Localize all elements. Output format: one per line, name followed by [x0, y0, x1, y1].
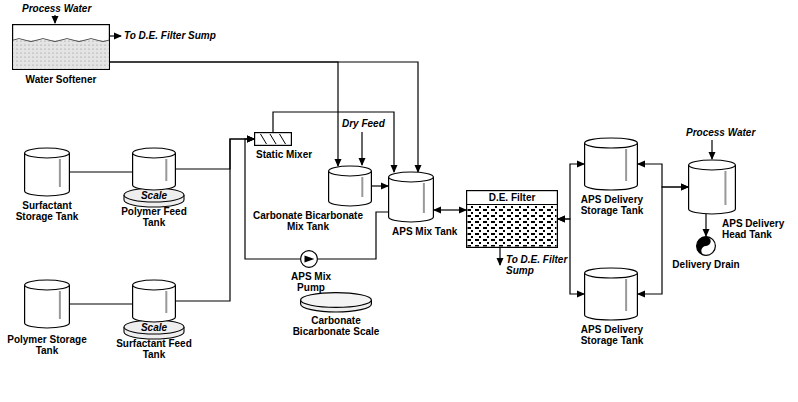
shape-outline — [24, 148, 70, 196]
pipe-connector — [70, 171, 132, 172]
shape-outline — [24, 280, 70, 328]
pipe-connector — [638, 187, 688, 294]
pipe-connector — [705, 214, 706, 236]
node-label: APS Delivery Storage Tank — [574, 194, 650, 216]
node-label: Delivery Drain — [666, 259, 746, 270]
node-label: Carbonate Bicarbonate Scale — [286, 315, 386, 337]
drain-node: Delivery Drain — [696, 236, 716, 256]
shape-outline — [132, 280, 176, 322]
pipe-connector — [176, 139, 254, 169]
tank: APS Mix Tank — [388, 172, 434, 222]
tank: APS Delivery Storage Tank — [584, 138, 638, 190]
pump-node: APS Mix Pump — [300, 250, 318, 268]
annotation-label: Process Water — [22, 3, 112, 14]
pipe-connector — [558, 164, 584, 219]
shape-outline — [688, 160, 736, 214]
pipe-connector — [434, 209, 466, 210]
annotation-label: To D.E. Filter Sump — [506, 254, 586, 276]
tank: Carbonate Bicarbonate Mix Tank — [328, 166, 372, 206]
shape-outline — [388, 172, 434, 222]
node-label: APS Mix Pump — [276, 271, 346, 293]
node-label: Carbonate Bicarbonate Mix Tank — [250, 210, 366, 232]
shape-outline — [584, 268, 638, 320]
node-label: APS Delivery Head Tank — [722, 218, 794, 240]
mixer-node: Static Mixer — [254, 132, 292, 146]
inlet-arrow — [54, 15, 55, 23]
shape-outline — [584, 138, 638, 190]
tank: Surfactant Feed Tank — [132, 280, 176, 322]
node-label: APS Mix Tank — [392, 226, 462, 237]
disk-node: Carbonate Bicarbonate Scale — [300, 292, 372, 312]
tank: APS Delivery Head Tank — [688, 160, 736, 214]
pipe-connector — [372, 185, 388, 186]
pipe-connector — [176, 139, 254, 301]
soft-node: Water Softener — [12, 24, 110, 70]
sump-arrow — [110, 35, 121, 36]
node-label: Water Softener — [12, 74, 110, 85]
node-label: Polymer Feed Tank — [112, 206, 196, 228]
sump-arrow — [499, 248, 500, 265]
pipe-connector — [638, 164, 688, 187]
node-label: Polymer Storage Tank — [4, 334, 90, 356]
shape-outline — [328, 166, 372, 206]
node-label: Static Mixer — [256, 149, 326, 160]
annotation-label: To D.E. Filter Sump — [124, 30, 234, 41]
annotation-label: Dry Feed — [342, 118, 390, 129]
dry-feed-arrow — [361, 132, 362, 165]
pipe-connector — [110, 62, 338, 166]
pipe-connector — [110, 62, 418, 172]
annotation-label: Scale — [124, 190, 184, 201]
node-label: D.E. Filter — [466, 192, 558, 203]
tank: Surfactant Storage Tank — [24, 148, 70, 196]
shape-outline — [300, 292, 372, 312]
annotation-label: Process Water — [686, 127, 766, 138]
shape-outline — [696, 236, 716, 256]
node-label: Surfactant Storage Tank — [4, 200, 90, 222]
shape-outline — [132, 148, 176, 190]
pipe-connector — [70, 303, 132, 304]
node-label: APS Delivery Storage Tank — [574, 324, 650, 346]
tank: Polymer Storage Tank — [24, 280, 70, 328]
shape-outline — [12, 24, 110, 70]
inlet-arrow — [711, 140, 712, 159]
shape-outline — [254, 132, 292, 146]
shape-outline — [300, 250, 318, 268]
tank: APS Delivery Storage Tank — [584, 268, 638, 320]
node-label: Surfactant Feed Tank — [112, 338, 196, 360]
tank: Polymer Feed Tank — [132, 148, 176, 190]
annotation-label: Scale — [124, 322, 184, 333]
filter-node: D.E. Filter — [466, 190, 558, 248]
